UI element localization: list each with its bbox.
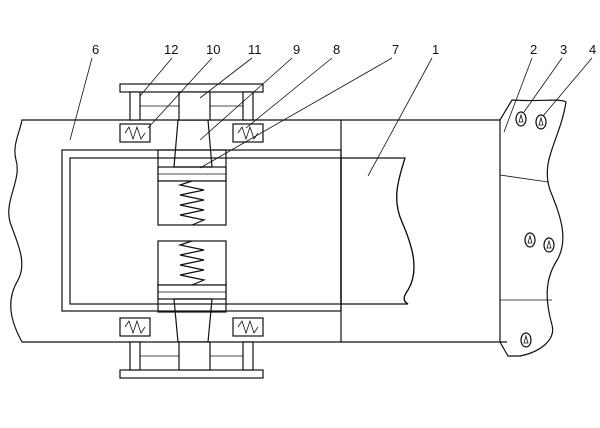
wedge-block-bottom bbox=[173, 298, 213, 343]
callout-4: 4 bbox=[589, 42, 596, 57]
lower-spring-assembly bbox=[157, 240, 227, 300]
shaft bbox=[340, 119, 500, 343]
callout-11: 11 bbox=[248, 42, 262, 57]
callout-labels: 6 12 10 11 9 8 7 1 2 3 4 bbox=[92, 42, 596, 57]
callout-9: 9 bbox=[293, 42, 300, 57]
leader-lines bbox=[69, 57, 593, 177]
callout-6: 6 bbox=[92, 42, 99, 57]
nozzles bbox=[515, 111, 555, 348]
wedge-block-top bbox=[173, 119, 213, 168]
callout-2: 2 bbox=[530, 42, 537, 57]
callout-1: 1 bbox=[432, 42, 439, 57]
bottom-clamp bbox=[119, 341, 264, 379]
callout-10: 10 bbox=[206, 42, 220, 57]
callout-3: 3 bbox=[560, 42, 567, 57]
callout-8: 8 bbox=[333, 42, 340, 57]
top-clamp bbox=[119, 83, 264, 121]
end-cap bbox=[499, 99, 567, 357]
upper-spring-assembly bbox=[157, 166, 227, 226]
callout-7: 7 bbox=[392, 42, 399, 57]
small-spring-boxes bbox=[119, 123, 264, 337]
callout-12: 12 bbox=[164, 42, 178, 57]
outer-housing bbox=[8, 119, 342, 343]
